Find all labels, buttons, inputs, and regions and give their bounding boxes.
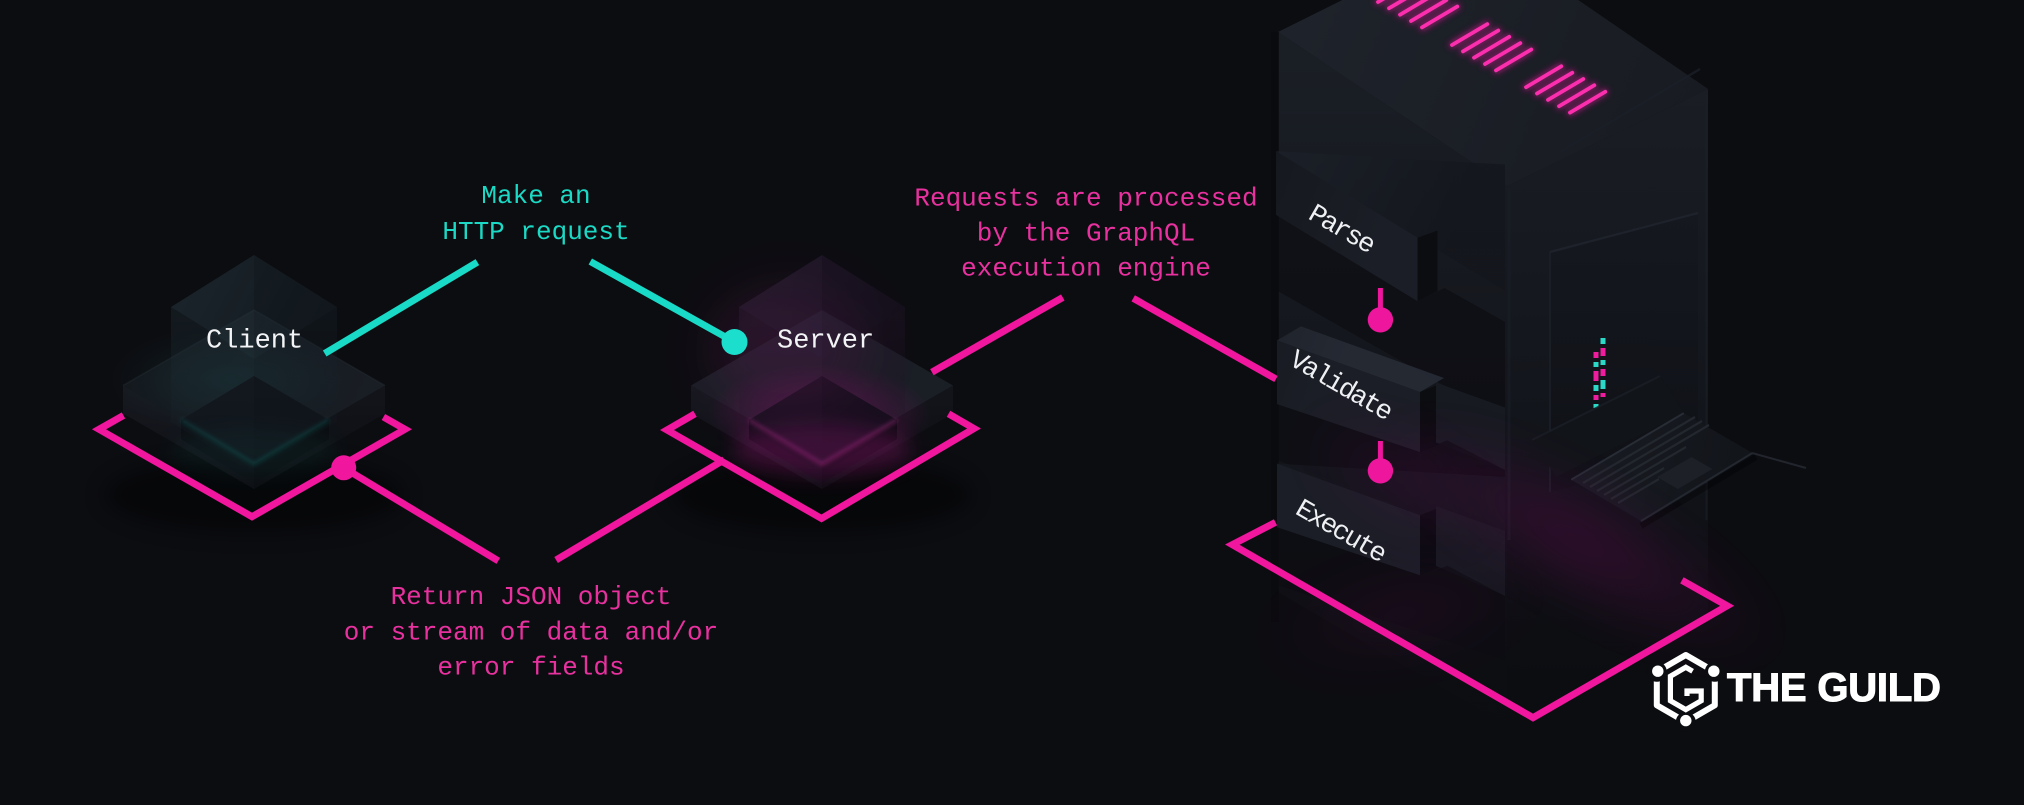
svg-text:Make an: Make an: [481, 181, 590, 211]
svg-text:execution engine: execution engine: [961, 254, 1211, 284]
svg-text:by the GraphQL: by the GraphQL: [977, 219, 1195, 249]
svg-text:Return JSON object: Return JSON object: [391, 582, 672, 612]
svg-text:THE GUILD: THE GUILD: [1727, 666, 1941, 710]
svg-text:HTTP request: HTTP request: [442, 217, 629, 247]
svg-text:Client: Client: [206, 327, 303, 357]
svg-text:Server: Server: [777, 327, 874, 357]
svg-text:or stream of data and/or: or stream of data and/or: [344, 618, 718, 648]
svg-text:error fields: error fields: [437, 653, 624, 683]
svg-text:Requests are processed: Requests are processed: [914, 184, 1257, 214]
